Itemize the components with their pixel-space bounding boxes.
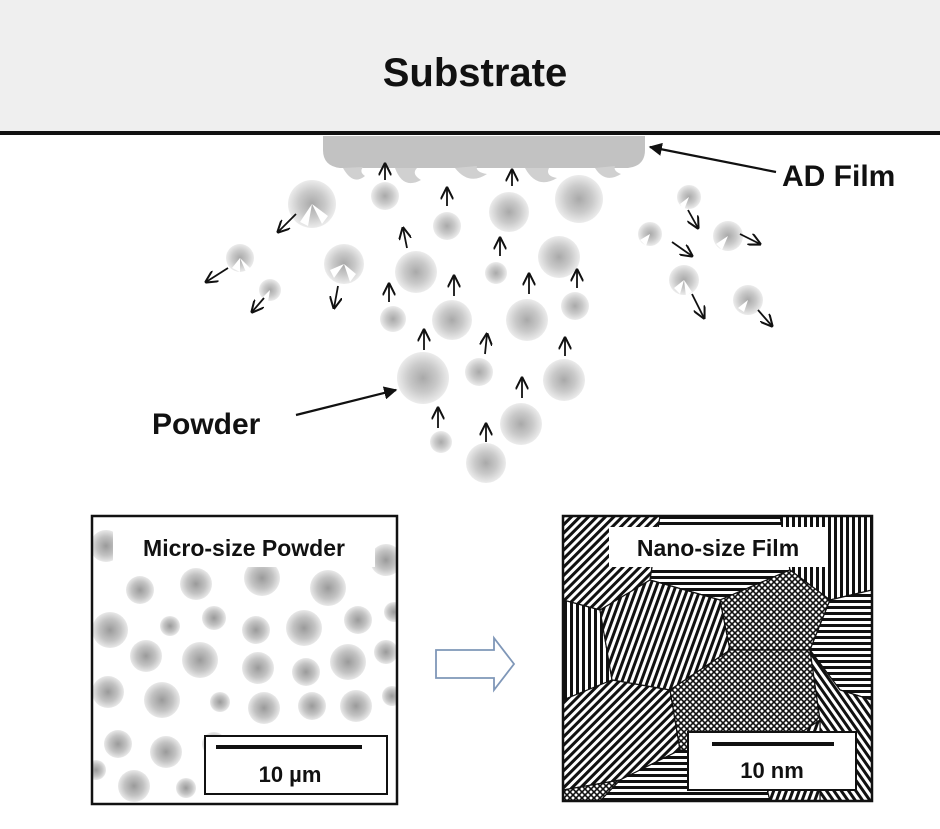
substrate-block — [0, 0, 940, 133]
nano-scale-box — [687, 731, 857, 791]
arrow — [403, 228, 407, 249]
particle — [430, 431, 452, 453]
arrow — [691, 293, 704, 318]
film-fragments — [343, 166, 621, 184]
powder-pointer — [295, 386, 398, 417]
nano-scale-label: 10 nm — [740, 758, 804, 783]
micro-scale-label: 10 µm — [259, 762, 322, 787]
particle — [489, 192, 529, 232]
ad-film-label: AD Film — [782, 160, 895, 193]
micro-powder-panel: Micro-size Powder 10 µm — [90, 514, 399, 806]
micro-panel-title: Micro-size Powder — [143, 535, 345, 561]
powder-label: Powder — [152, 408, 261, 441]
particle — [433, 212, 461, 240]
arrow — [334, 285, 338, 308]
nano-panel-title: Nano-size Film — [637, 535, 799, 561]
particle — [485, 262, 507, 284]
particle — [395, 251, 437, 293]
particle — [465, 358, 493, 386]
particle — [371, 182, 399, 210]
particle — [506, 299, 548, 341]
ad-film-pointer — [648, 142, 777, 174]
motion-arrows — [206, 164, 772, 442]
powder-particles — [226, 175, 763, 483]
arrow — [485, 334, 487, 355]
arrow — [252, 297, 265, 312]
nano-film-panel: Nano-size Film 10 nm — [561, 514, 874, 803]
substrate-label: Substrate — [383, 51, 568, 95]
particle — [466, 443, 506, 483]
ad-film — [323, 136, 645, 168]
arrow — [739, 233, 760, 244]
particle — [380, 306, 406, 332]
arrow — [757, 309, 772, 326]
arrow — [278, 213, 297, 232]
particle — [538, 236, 580, 278]
arrow — [671, 241, 692, 256]
transition-arrow — [435, 635, 516, 693]
arrow — [206, 267, 229, 282]
particle — [432, 300, 472, 340]
micro-title-box — [113, 527, 375, 567]
arrow — [688, 209, 698, 228]
particle — [543, 359, 585, 401]
particle — [397, 352, 449, 404]
particle — [555, 175, 603, 223]
fracture-notches — [232, 197, 748, 312]
nano-title-box — [609, 527, 827, 567]
particle — [561, 292, 589, 320]
particle — [500, 403, 542, 445]
